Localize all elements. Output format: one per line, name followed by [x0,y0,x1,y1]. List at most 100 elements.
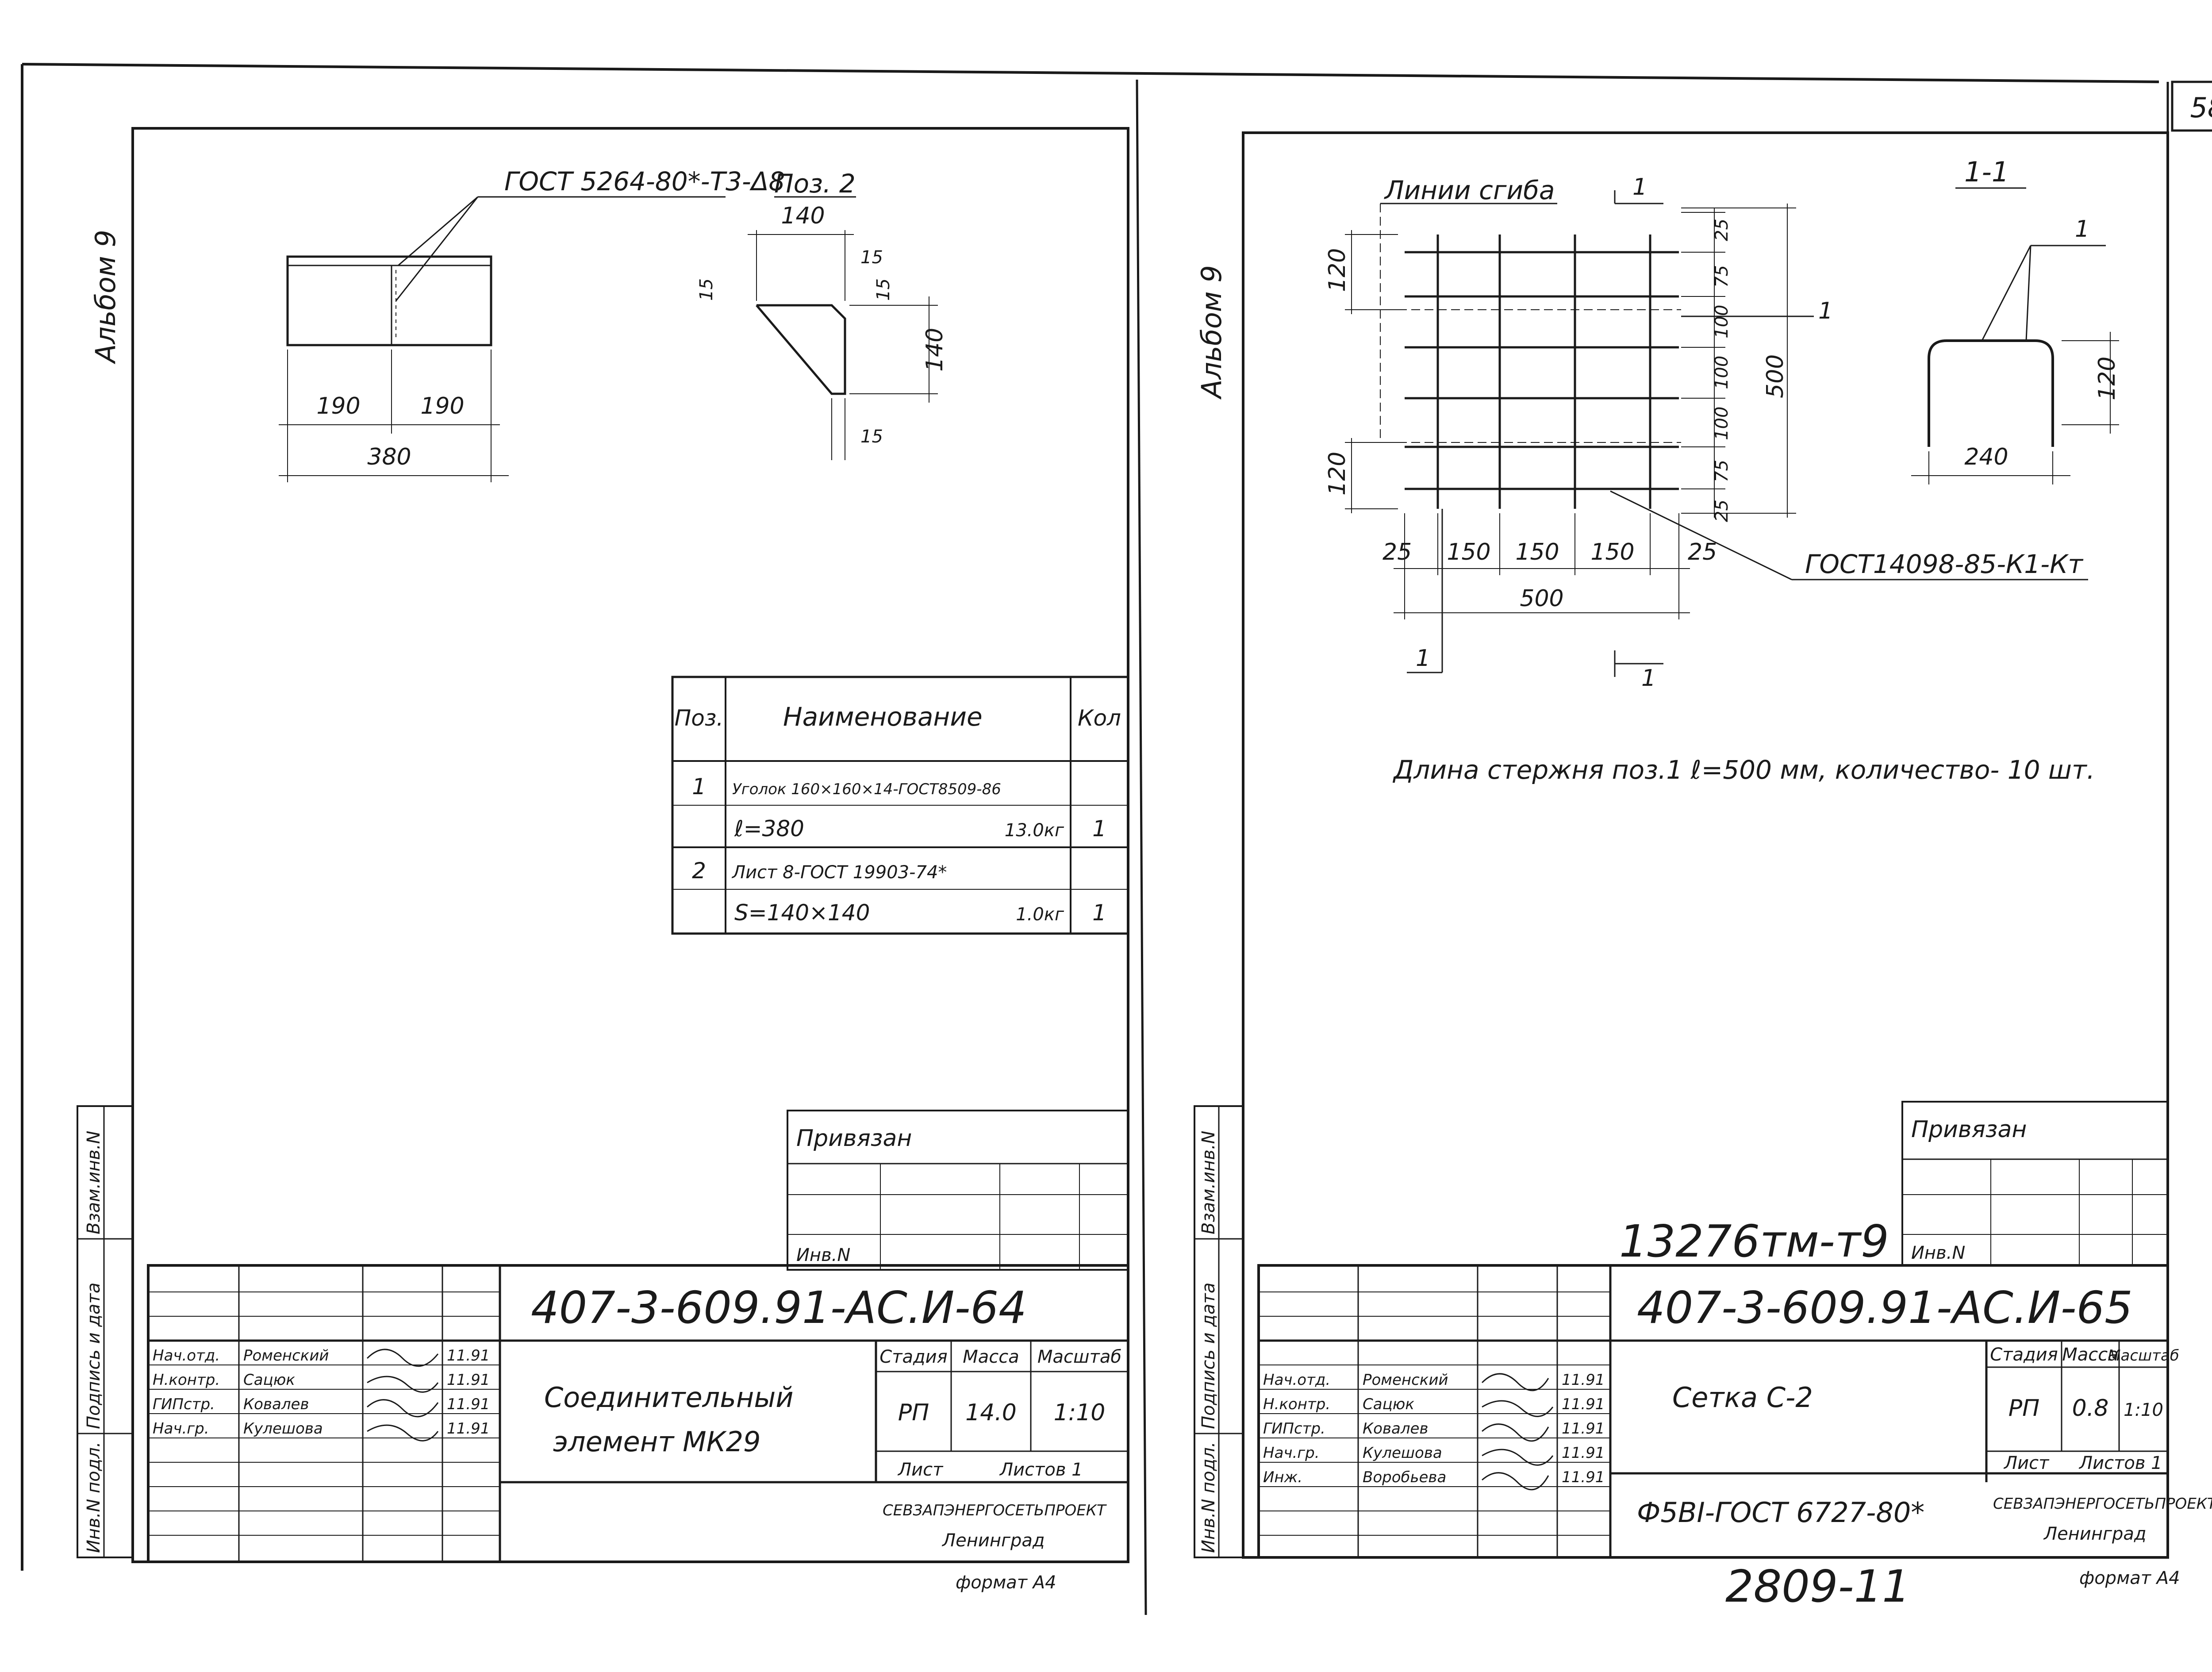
right-side-podpis: Подпись и дата [1198,1283,1219,1429]
left-sheet-label: Лист [897,1460,944,1480]
right-inv-no-label: Инв.N [1911,1243,1965,1263]
right-sheet-frame [1242,131,2169,1559]
dim-bottom-total: 500 [1520,585,1563,612]
left-side-inv-podl: Инв.N подл. [84,1441,104,1553]
dim-190-left: 190 [316,393,360,419]
spec-row-2-name: ℓ=380 [734,816,804,842]
pos2-plate-view: Поз. 2 140 140 15 15 15 15 [696,169,948,460]
right-name-0: Роменский [1363,1371,1448,1389]
left-drawing-code: 407-3-609.91-АС.И-64 [531,1282,1027,1334]
left-sheet: Альбом 9 ГОСТ 5264-80*-Т3-Δ8 190 190 380… [77,127,1129,1593]
right-role-0: Нач.отд. [1263,1371,1330,1389]
right-stage-label: Стадия [1990,1345,2058,1365]
right-stage: РП [2008,1395,2039,1422]
right-format-label: формат А4 [2079,1568,2180,1588]
right-signature-4 [1482,1472,1549,1491]
dim-right-0: 25 [1712,219,1732,241]
spec-header-pos: Поз. [675,705,724,731]
right-title-name: Сетка С-2 [1672,1381,1813,1414]
left-stage-label: Стадия [879,1347,947,1367]
spec-header-name: Наименование [783,702,983,732]
right-signature-0 [1481,1373,1549,1391]
right-name-4: Воробьева [1363,1468,1446,1486]
dim-bottom-4: 25 [1688,539,1717,565]
left-name-1: Сацюк [243,1371,295,1389]
left-role-2: ГИПстр. [153,1395,215,1413]
left-stage: РП [898,1399,929,1426]
handwritten-code: 13276тм-т9 [1619,1215,1889,1267]
left-signature-2 [367,1399,439,1418]
dim-right-6: 25 [1712,500,1732,522]
leader-1-plan: 1 [1818,298,1833,324]
spec-row-3-pos: 2 [692,858,706,884]
left-signature-0 [366,1349,439,1367]
left-name-2: Ковалев [243,1395,309,1413]
right-mass: 0.8 [2072,1395,2109,1422]
dim-right-1: 75 [1712,265,1732,288]
right-role-3: Нач.гр. [1263,1444,1320,1462]
bar-length-note: Длина стержня поз.1 ℓ=500 мм, количество… [1392,755,2095,785]
dim-15-a: 15 [860,247,883,268]
right-sheet: Альбом 9 Линии сгиба 1 1 [1194,131,2212,1612]
dim-15-b: 15 [873,278,894,301]
left-role-3: Нач.гр. [153,1420,209,1438]
left-signature-1 [367,1376,439,1393]
spec-row-4-name: S=140×140 [734,900,870,926]
right-date-3: 11.91 [1562,1444,1605,1462]
right-role-1: Н.контр. [1263,1395,1330,1413]
left-role-1: Н.контр. [153,1371,220,1389]
right-material: Ф5ВI-ГОСТ 6727-80* [1637,1496,1924,1529]
left-scale: 1:10 [1054,1399,1106,1426]
right-date-0: 11.91 [1562,1371,1605,1389]
section-1-1-view: 1-1 120 240 1 [1911,156,2120,484]
right-scale: 1:10 [2124,1400,2163,1420]
dim-190-right: 190 [420,393,464,419]
left-scale-label: Масштаб [1037,1347,1121,1367]
left-date-1: 11.91 [447,1371,490,1389]
right-signature-1 [1482,1400,1554,1417]
weld-gost-note: ГОСТ 5264-80*-Т3-Δ8 [504,166,785,196]
right-mass-label: Масса [2062,1345,2119,1365]
left-title-name-line2: элемент МК29 [553,1426,760,1458]
dim-140-height: 140 [922,328,948,372]
right-side-inv-podl: Инв.N подл. [1198,1441,1219,1553]
dim-right-3: 100 [1712,356,1732,389]
mesh-plan-view: Линии сгиба 1 1 [1324,174,2088,692]
spec-row-1-name: Уголок 160×160×14-ГОСТ8509-86 [732,780,1001,798]
dim-bottom-1: 150 [1447,539,1490,565]
left-org-line1: СЕВЗАПЭНЕРГОСЕТЬПРОЕКТ [883,1502,1107,1519]
section-dim-240: 240 [1964,444,2008,470]
right-signature-2 [1482,1423,1549,1442]
dim-140-width: 140 [781,203,825,229]
spec-row-3-name: Лист 8-ГОСТ 19903-74* [731,862,947,883]
right-org-line2: Ленинград [2043,1524,2147,1544]
dim-15-d: 15 [860,427,883,447]
section-mark-left: 1 [1416,645,1430,672]
spec-row-1-pos: 1 [692,774,706,799]
right-side-vzam: Взам.инв.N [1198,1131,1219,1234]
left-title-name-line1: Соединительный [544,1381,794,1414]
left-privyazan-block: Привязан Инв.N [787,1110,1129,1271]
left-date-0: 11.91 [447,1347,490,1365]
page-number-box: 58 [2171,81,2212,132]
spec-row-2-qty: 1 [1092,816,1106,842]
section-mark-top: 1 [1632,174,1647,200]
dim-380-total: 380 [367,444,411,470]
right-album-label: Альбом 9 [1195,265,1228,400]
left-inv-no-label: Инв.N [796,1245,850,1265]
left-privyazan-label: Привязан [796,1125,912,1152]
left-org-line2: Ленинград [941,1530,1045,1551]
dim-left-120-top: 120 [1324,248,1351,292]
right-role-4: Инж. [1263,1468,1302,1486]
dim-right-total: 500 [1762,354,1789,398]
spec-row-2-mass: 13.0кг [1005,820,1064,841]
gost-mesh-note: ГОСТ14098-85-К1-Кт [1805,549,2084,579]
left-title-block: 407-3-609.91-АС.И-64 Нач.отд. Роменский … [147,1264,1129,1593]
left-album-label: Альбом 9 [89,230,122,365]
dim-15-c: 15 [696,278,717,301]
left-name-0: Роменский [243,1347,329,1365]
left-mass: 14.0 [965,1399,1017,1426]
left-spec-table: Поз. Наименование Кол 1 Уголок 160×160×1… [671,676,1129,935]
section-leader-1: 1 [2075,216,2089,242]
